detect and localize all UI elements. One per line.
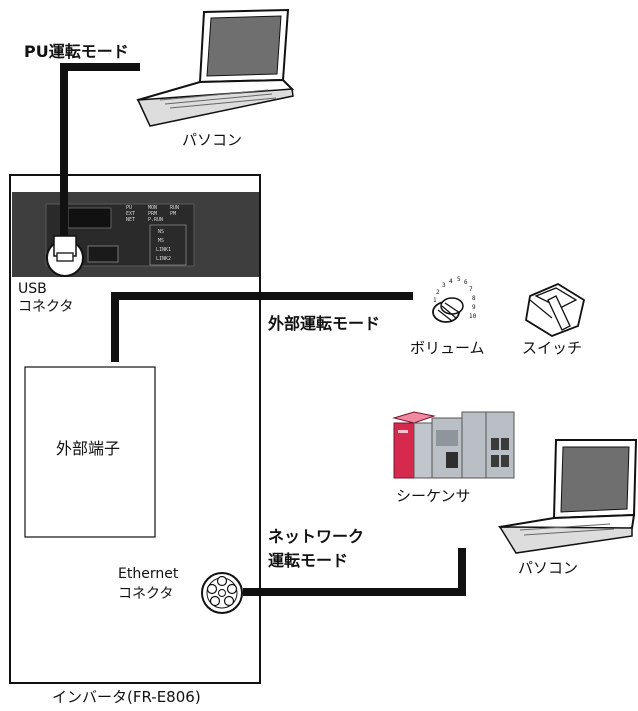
external-terminal-label: 外部端子 bbox=[56, 439, 121, 458]
panel-display bbox=[67, 207, 112, 229]
network-line bbox=[243, 548, 466, 596]
pu-mode-label: PU運転モード bbox=[24, 42, 129, 61]
dial-scale-7: 7 bbox=[469, 286, 473, 293]
pu-line bbox=[60, 63, 140, 245]
external-terminal-box bbox=[24, 366, 156, 538]
ethernet-connector bbox=[201, 572, 243, 614]
network-mode-label-line1: ネットワーク bbox=[268, 527, 365, 546]
dial-scale-6: 6 bbox=[464, 279, 468, 286]
dial-scale-2: 2 bbox=[436, 289, 440, 296]
led-prm: PRM bbox=[148, 211, 158, 217]
led-link1: LINK1 bbox=[156, 247, 172, 253]
ethernet-connector-label-line1: Ethernet bbox=[118, 566, 179, 582]
volume-knob-icon bbox=[432, 297, 464, 323]
inverter-caption: インバータ(FR-E806) bbox=[52, 688, 201, 706]
pc-bottom-label: パソコン bbox=[518, 559, 579, 577]
switch-label: スイッチ bbox=[522, 339, 583, 357]
usb-connector-label-line2: コネクタ bbox=[18, 299, 74, 315]
switch-icon bbox=[525, 282, 586, 337]
led-link2: LINK2 bbox=[156, 256, 172, 262]
panel-status-frame bbox=[149, 224, 187, 266]
led-ns: NS bbox=[158, 229, 165, 235]
network-mode-label-line2: 運転モード bbox=[268, 551, 349, 570]
laptop-bottom-icon bbox=[498, 439, 638, 554]
ethernet-connector-label-line2: コネクタ bbox=[118, 586, 174, 602]
dial-scale-3: 3 bbox=[442, 282, 446, 289]
sequencer-icon bbox=[392, 411, 515, 479]
led-pu: PU bbox=[126, 205, 133, 211]
dial-scale-8: 8 bbox=[472, 295, 476, 302]
panel-small-window bbox=[87, 245, 119, 263]
sequencer-label: シーケンサ bbox=[396, 487, 471, 505]
external-line bbox=[111, 292, 413, 362]
led-mon: MON bbox=[148, 205, 158, 211]
dial-scale-4: 4 bbox=[449, 278, 453, 285]
led-run: RUN bbox=[170, 205, 180, 211]
dial-scale-1: 1 bbox=[433, 297, 437, 304]
laptop-top-icon bbox=[136, 8, 295, 127]
usb-connector-label-line1: USB bbox=[18, 281, 47, 297]
led-net: NET bbox=[126, 217, 136, 223]
led-prun: P.RUN bbox=[148, 217, 164, 223]
dial-scale-10: 10 bbox=[469, 313, 477, 320]
led-ext: EXT bbox=[126, 211, 136, 217]
usb-connector bbox=[46, 235, 84, 277]
dial-scale-5: 5 bbox=[457, 276, 461, 283]
led-pm: PM bbox=[170, 211, 177, 217]
pc-top-label: パソコン bbox=[182, 131, 243, 149]
volume-label: ボリューム bbox=[410, 339, 485, 357]
external-mode-label: 外部運転モード bbox=[268, 314, 381, 333]
dial-scale-9: 9 bbox=[472, 304, 476, 311]
led-ms: MS bbox=[158, 238, 165, 244]
